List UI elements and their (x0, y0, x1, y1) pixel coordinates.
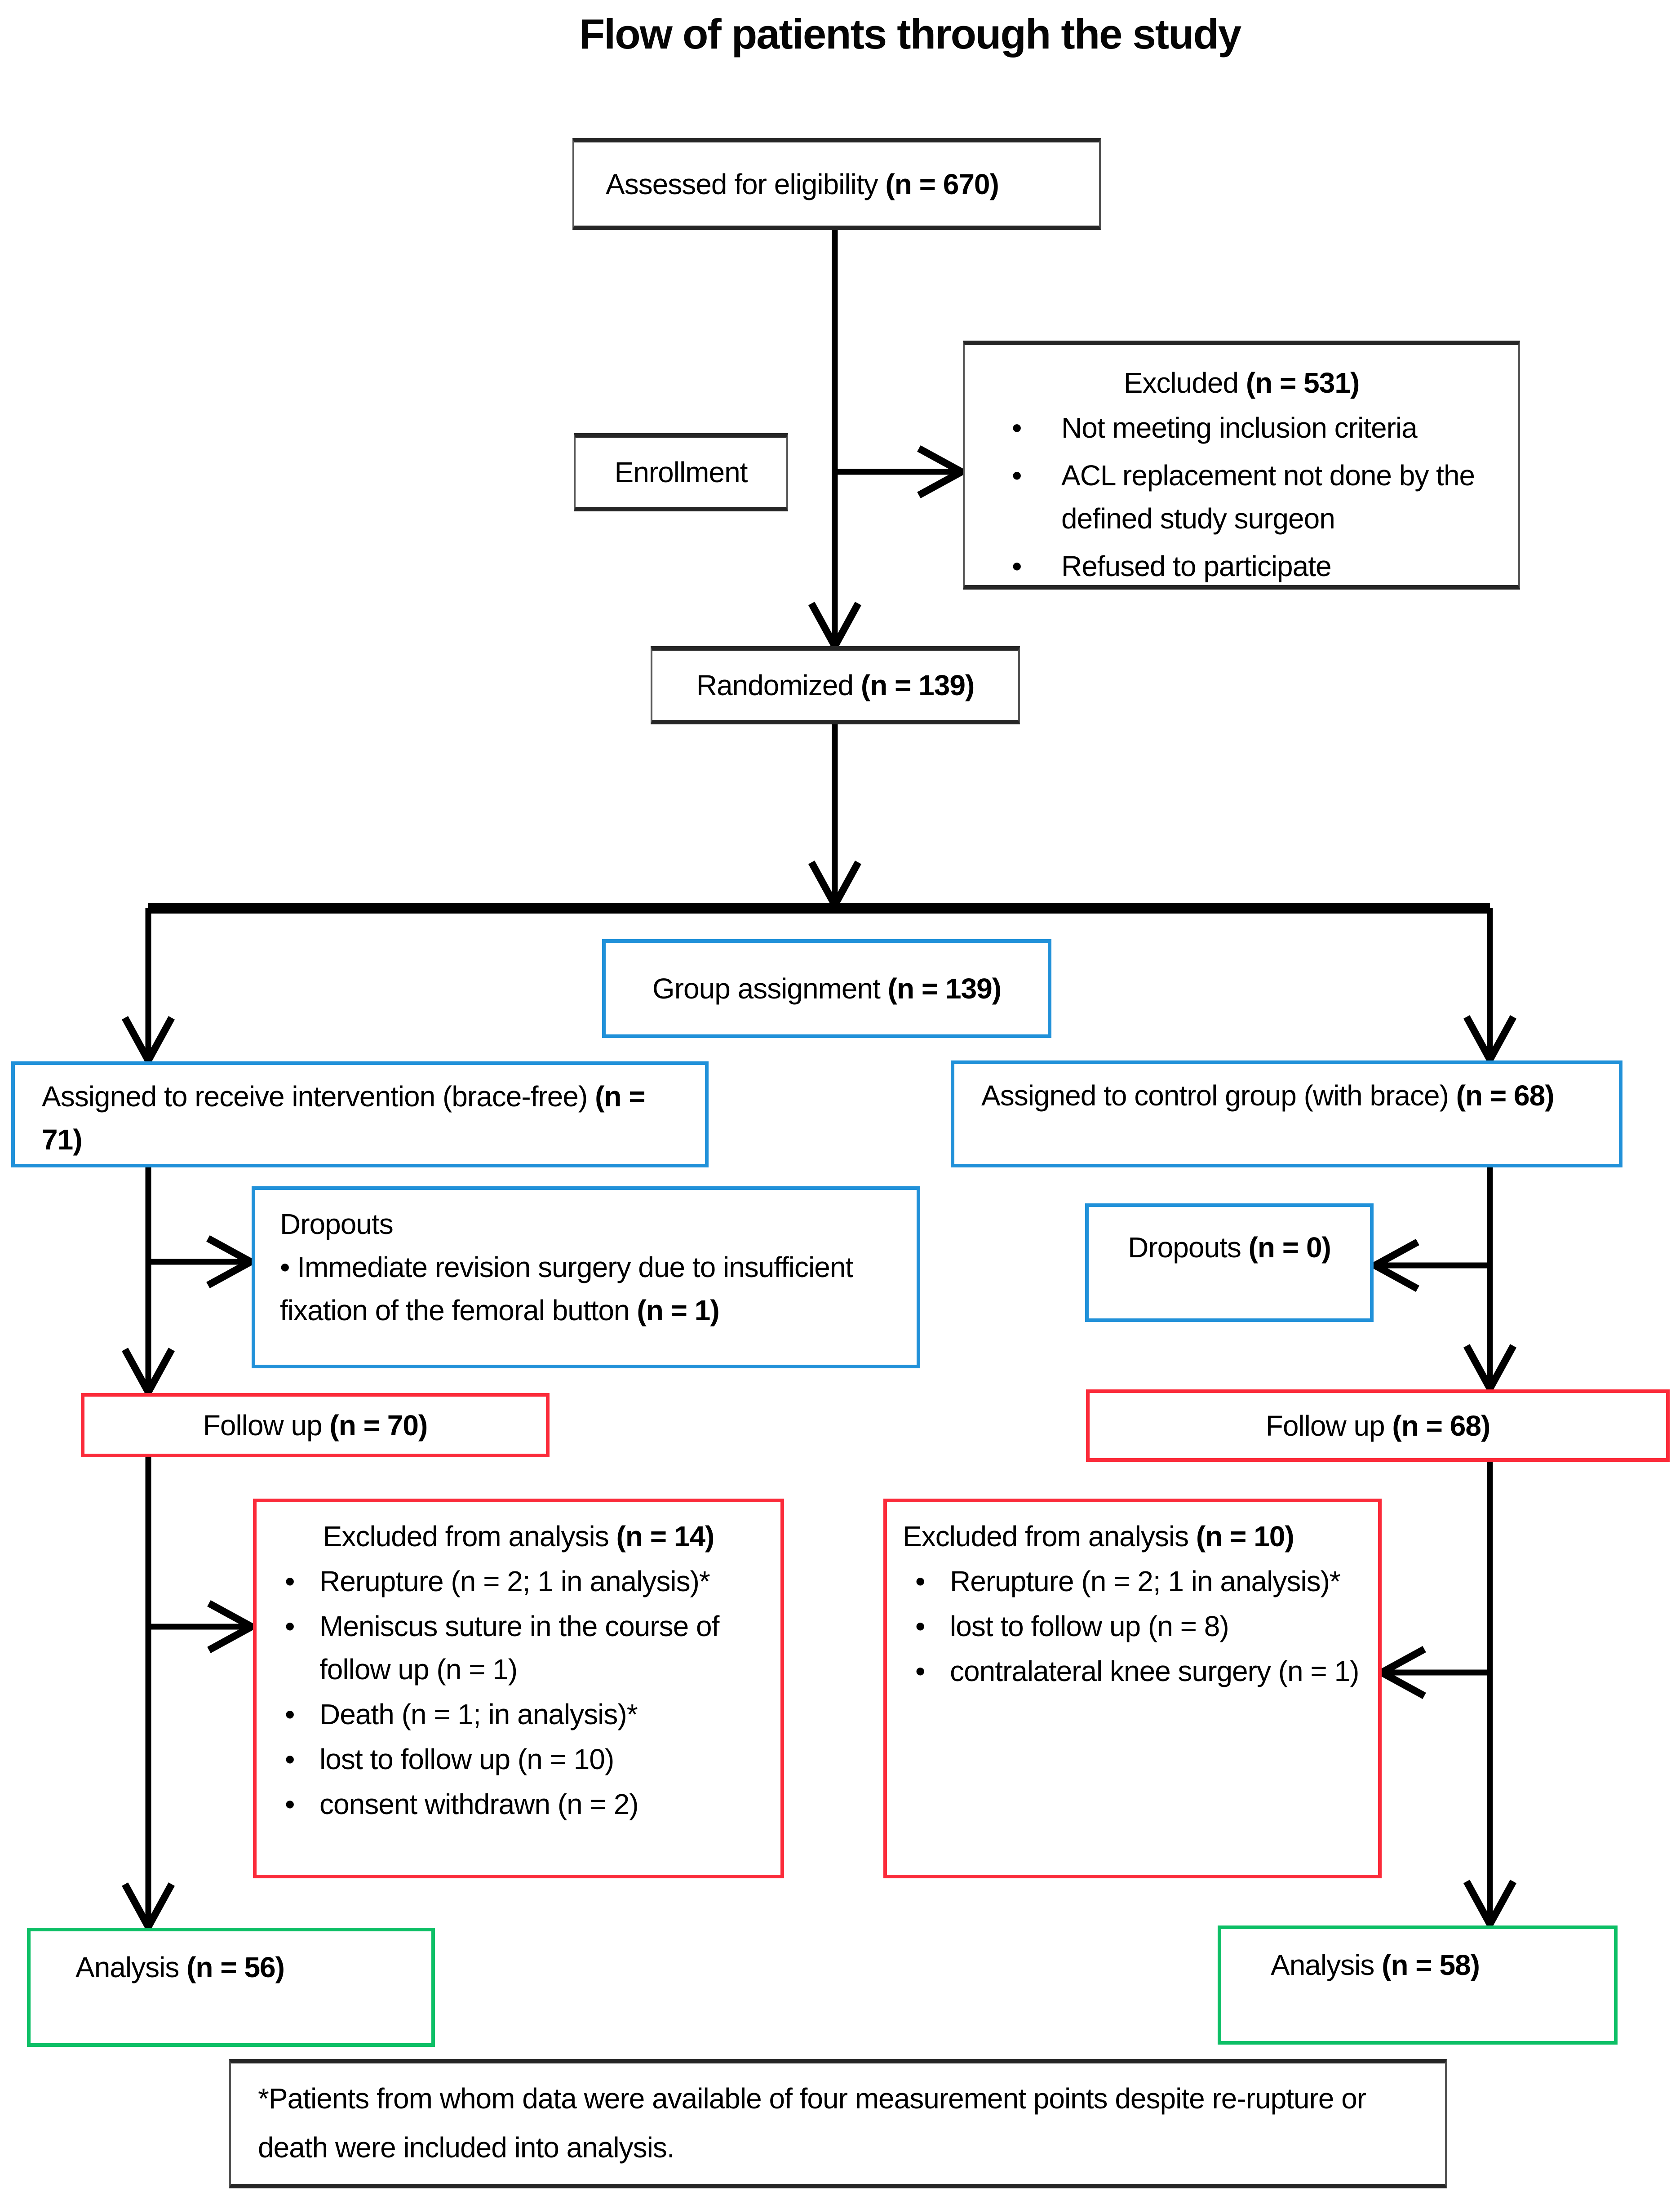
excluded-enrollment-bullet-list: Not meeting inclusion criteria ACL repla… (978, 406, 1505, 588)
followup-intervention-box: Follow up (n = 70) (81, 1393, 550, 1457)
arrowhead-assessed-to-randomized (808, 602, 862, 654)
arrowhead-intervention-to-followup (121, 1348, 175, 1400)
excluded-analysis-control-bullet: Rerupture (n = 2; 1 in analysis)* (898, 1560, 1367, 1603)
footnote-box: *Patients from whom data were available … (229, 2059, 1447, 2188)
arrowhead-control-to-followup (1463, 1344, 1517, 1396)
excluded-analysis-intervention-bullet: Rerupture (n = 2; 1 in analysis)* (268, 1560, 769, 1603)
assigned-control-label: Assigned to control group (with brace) (… (981, 1079, 1554, 1112)
excluded-enrollment-bullet: Refused to participate (978, 545, 1505, 588)
dropouts-intervention-heading: Dropouts (280, 1208, 394, 1240)
followup-control-box: Follow up (n = 68) (1086, 1389, 1670, 1462)
excluded-analysis-intervention-bullet: consent withdrawn (n = 2) (268, 1783, 769, 1826)
arrowhead-followup-to-analysis-intervention (121, 1882, 175, 1934)
group-assignment-label: Group assignment (n = 139) (652, 972, 1002, 1005)
page-title: Flow of patients through the study (579, 10, 1241, 58)
excluded-analysis-intervention-bullet-list: Rerupture (n = 2; 1 in analysis)* Menisc… (268, 1560, 769, 1826)
analysis-control-label: Analysis (n = 58) (1271, 1949, 1480, 1981)
analysis-intervention-label: Analysis (n = 56) (75, 1951, 285, 1983)
arrowhead-to-excluded-intervention (207, 1600, 259, 1654)
arrowhead-to-dropouts-control (1367, 1238, 1419, 1292)
assigned-control-box: Assigned to control group (with brace) (… (951, 1060, 1622, 1167)
excluded-analysis-intervention-title: Excluded from analysis (n = 14) (323, 1520, 715, 1553)
arrowhead-to-excluded-enrollment (917, 445, 969, 499)
assessed-eligibility-box: Assessed for eligibility (n = 670) (572, 138, 1101, 230)
followup-control-label: Follow up (n = 68) (1265, 1409, 1491, 1442)
enrollment-label: Enrollment (614, 456, 748, 488)
assigned-intervention-label: Assigned to receive intervention (brace-… (42, 1080, 646, 1156)
excluded-analysis-control-bullet: lost to follow up (n = 8) (898, 1605, 1367, 1648)
analysis-control-box: Analysis (n = 58) (1218, 1925, 1618, 2045)
excluded-analysis-control-title: Excluded from analysis (n = 10) (903, 1520, 1294, 1553)
excluded-analysis-intervention-box: Excluded from analysis (n = 14) Reruptur… (253, 1499, 784, 1878)
arrowhead-followup-to-analysis-control (1463, 1880, 1517, 1932)
excluded-analysis-intervention-bullet: lost to follow up (n = 10) (268, 1738, 769, 1781)
arrowhead-split-to-control (1463, 1015, 1517, 1067)
excluded-analysis-control-bullet: contralateral knee surgery (n = 1) (898, 1650, 1367, 1693)
arrowhead-split-to-intervention (121, 1016, 175, 1068)
excluded-enrollment-box: Excluded (n = 531) Not meeting inclusion… (963, 341, 1520, 590)
randomized-box: Randomized (n = 139) (651, 646, 1020, 724)
excluded-enrollment-title: Excluded (n = 531) (1123, 367, 1360, 399)
group-assignment-box: Group assignment (n = 139) (602, 939, 1051, 1038)
excluded-enrollment-bullet: ACL replacement not done by the defined … (978, 454, 1505, 540)
dropouts-control-label: Dropouts (n = 0) (1128, 1231, 1331, 1264)
arrowhead-randomized-to-split (808, 861, 862, 913)
assessed-eligibility-label: Assessed for eligibility (n = 670) (606, 168, 999, 200)
excluded-enrollment-bullet: Not meeting inclusion criteria (978, 406, 1505, 449)
assigned-intervention-box: Assigned to receive intervention (brace-… (11, 1061, 709, 1167)
excluded-analysis-control-bullet-list: Rerupture (n = 2; 1 in analysis)* lost t… (898, 1560, 1367, 1693)
excluded-analysis-intervention-bullet: Death (n = 1; in analysis)* (268, 1693, 769, 1736)
dropouts-intervention-bullet: Immediate revision surgery due to insuff… (280, 1246, 896, 1332)
arrowhead-to-dropouts-intervention (206, 1235, 258, 1289)
excluded-analysis-control-box: Excluded from analysis (n = 10) Reruptur… (883, 1499, 1382, 1878)
excluded-analysis-intervention-bullet: Meniscus suture in the course of follow … (268, 1605, 769, 1691)
followup-intervention-label: Follow up (n = 70) (203, 1409, 428, 1442)
dropouts-control-box: Dropouts (n = 0) (1085, 1203, 1374, 1322)
arrowhead-to-excluded-control (1374, 1646, 1426, 1699)
randomized-label: Randomized (n = 139) (696, 669, 975, 701)
footnote-text: *Patients from whom data were available … (258, 2082, 1366, 2164)
dropouts-intervention-box: Dropouts Immediate revision surgery due … (252, 1186, 920, 1368)
analysis-intervention-box: Analysis (n = 56) (27, 1928, 435, 2047)
enrollment-box: Enrollment (574, 433, 788, 511)
